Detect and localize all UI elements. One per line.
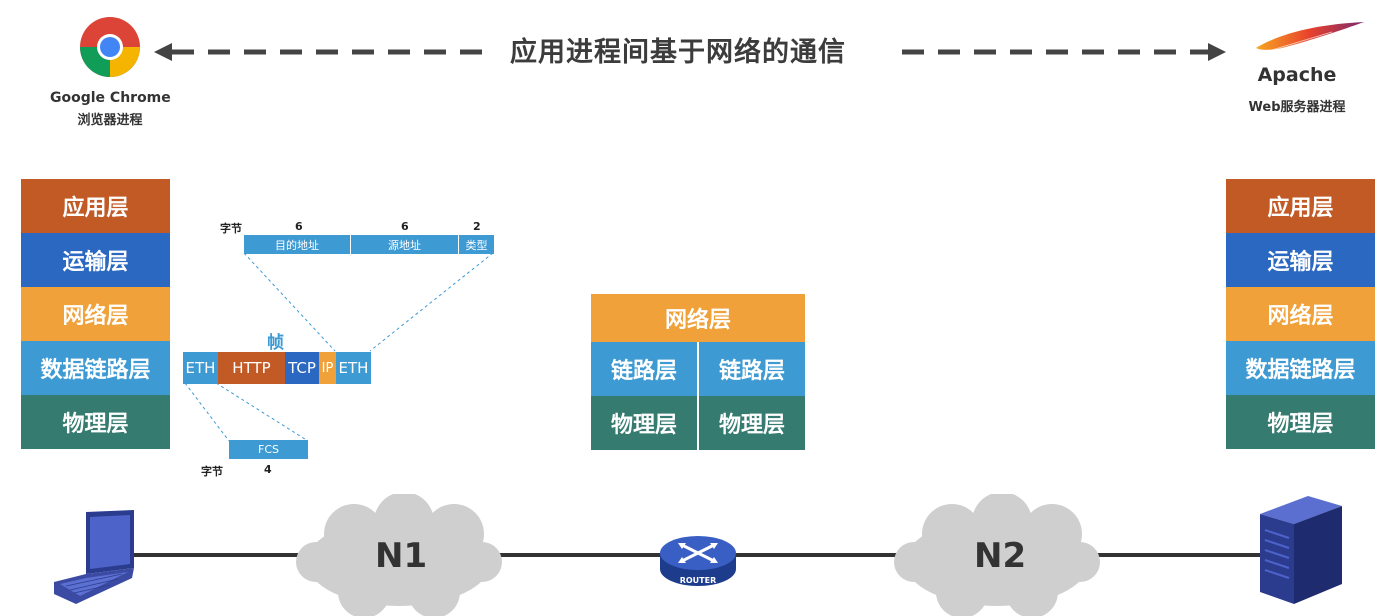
left-layer-network: 网络层 — [21, 287, 170, 341]
apache-label: Apache — [1257, 64, 1337, 86]
frame-cell-http: HTTP — [218, 352, 285, 384]
frame-label: 帧 — [267, 333, 284, 353]
chrome-label: Google Chrome — [50, 90, 171, 106]
cloud-n1-icon — [296, 494, 502, 616]
trailer-bytes-value: 4 — [264, 463, 272, 476]
diagram-title: 应用进程间基于网络的通信 — [510, 37, 846, 68]
header-bytes-type: 2 — [473, 220, 481, 233]
right-layer-application: 应用层 — [1226, 179, 1375, 233]
header-bytes-src: 6 — [401, 220, 409, 233]
frame-cell-eth-trailer: ETH — [336, 352, 371, 384]
apache-feather-icon — [1256, 22, 1364, 51]
left-layer-application: 应用层 — [21, 179, 170, 233]
router-layer-link-right: 链路层 — [699, 342, 805, 396]
chrome-sub-label: 浏览器进程 — [77, 113, 143, 128]
router-layer-link-left: 链路层 — [591, 342, 697, 396]
frame-cell-ip: IP — [319, 352, 336, 384]
frame-detail-connectors — [184, 252, 494, 442]
frame-cell-eth-header: ETH — [183, 352, 218, 384]
header-bytes-label: 字节 — [220, 222, 242, 235]
left-layer-transport: 运输层 — [21, 233, 170, 287]
cloud-n1-label: N1 — [375, 536, 428, 576]
left-layer-physical: 物理层 — [21, 395, 170, 449]
frame-cell-tcp: TCP — [285, 352, 319, 384]
server-icon — [1260, 496, 1342, 604]
header-field-dest: 目的地址 — [244, 235, 351, 254]
chrome-logo-icon — [79, 17, 140, 78]
trailer-bytes-label: 字节 — [201, 465, 223, 478]
right-layer-datalink: 数据链路层 — [1226, 341, 1375, 395]
communication-arrow — [154, 43, 1226, 61]
cloud-n2-icon — [894, 494, 1100, 616]
left-layer-datalink: 数据链路层 — [21, 341, 170, 395]
apache-sub-label: Web服务器进程 — [1248, 100, 1346, 115]
router-icon: ROUTER — [660, 536, 736, 586]
router-layer-phy-left: 物理层 — [591, 396, 697, 450]
header-field-type: 类型 — [459, 235, 494, 254]
router-layer-network: 网络层 — [591, 294, 805, 342]
router-label: ROUTER — [680, 576, 717, 585]
header-field-src: 源地址 — [351, 235, 459, 254]
laptop-icon — [54, 510, 134, 604]
cloud-n2-label: N2 — [974, 536, 1027, 576]
router-layer-phy-right: 物理层 — [699, 396, 805, 450]
trailer-field-fcs: FCS — [229, 440, 308, 459]
right-layer-network: 网络层 — [1226, 287, 1375, 341]
header-bytes-dest: 6 — [295, 220, 303, 233]
right-layer-physical: 物理层 — [1226, 395, 1375, 449]
right-layer-transport: 运输层 — [1226, 233, 1375, 287]
